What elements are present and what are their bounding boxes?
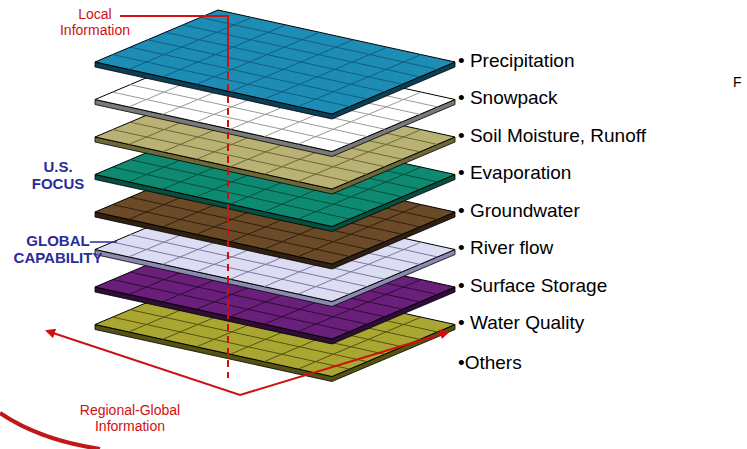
global-leader-line — [90, 241, 117, 243]
layer-label: •Others — [458, 352, 522, 374]
layer-label: • Water Quality — [458, 312, 584, 334]
grid-line — [264, 47, 387, 99]
scope-label: GLOBAL CAPABILITY — [3, 232, 113, 267]
grid-line — [165, 32, 402, 84]
local-dashed-column — [227, 60, 229, 378]
regional-arrow — [47, 331, 448, 395]
layer-surface — [95, 10, 455, 114]
grid-line — [298, 55, 421, 107]
callout-label: Regional-Global Information — [60, 402, 200, 434]
layer-label: • Groundwater — [458, 200, 580, 222]
layer-label: • River flow — [458, 237, 553, 259]
grid-line — [200, 17, 437, 69]
layer-label: • Snowpack — [458, 87, 558, 109]
slide-swoosh — [0, 413, 100, 449]
layer-label: • Evaporation — [458, 162, 571, 184]
grid-line — [197, 32, 320, 84]
grid-layers — [95, 10, 455, 382]
grid-line — [163, 25, 286, 77]
grid-line — [230, 40, 353, 92]
local-leader-line — [120, 16, 228, 60]
layer-label: • Surface Storage — [458, 275, 607, 297]
grid-line — [113, 55, 350, 107]
grid-line — [129, 17, 252, 69]
fragment-text: F — [733, 74, 742, 90]
scope-label: U.S. FOCUS — [18, 158, 98, 193]
grid-line — [183, 25, 420, 77]
layer-label: • Soil Moisture, Runoff — [458, 125, 646, 147]
callout-label: Local Information — [50, 6, 140, 38]
grid-line — [130, 47, 367, 99]
layer-label: • Precipitation — [458, 50, 575, 72]
grid-line — [148, 40, 385, 92]
